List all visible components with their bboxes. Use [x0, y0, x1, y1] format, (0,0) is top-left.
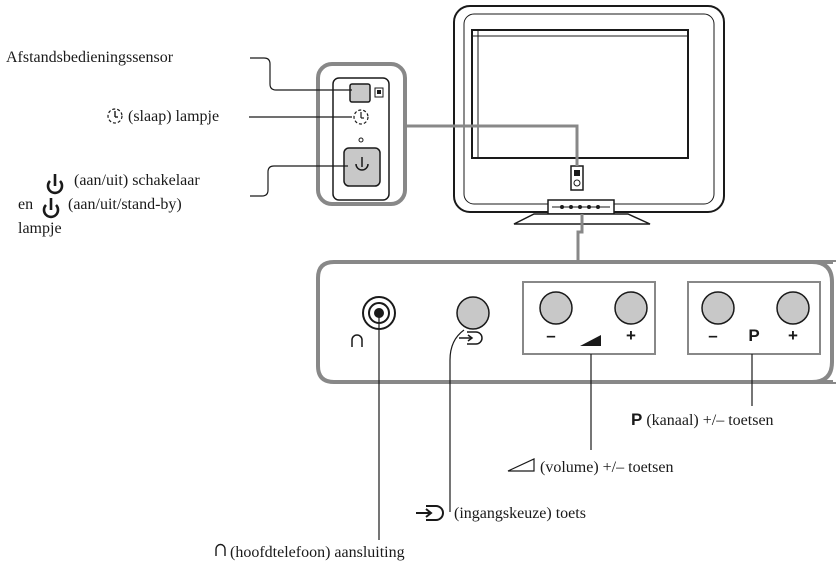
- volume-ramp-icon: [580, 335, 601, 346]
- power-switch-label: (aan/uit) schakelaar: [74, 172, 200, 189]
- headphone-icon: [351, 334, 363, 347]
- input-key-label: (ingangskeuze) toets: [454, 505, 586, 522]
- channel-minus-label: –: [708, 326, 718, 345]
- power-lamp-label: (aan/uit/stand-by): [68, 196, 182, 213]
- sleep-timer-icon: [353, 109, 369, 125]
- power-switch[interactable]: [343, 147, 381, 187]
- front-indicator-zoom-panel: [316, 62, 407, 206]
- volume-minus-label: –: [546, 326, 556, 345]
- tv-front-indicator: [570, 165, 584, 191]
- tv-set: [453, 5, 725, 213]
- volume-label-icon: [507, 458, 535, 472]
- control-panel: [316, 260, 836, 384]
- zoom-connectors: [405, 124, 584, 262]
- power-lamp-tail: lampje: [18, 220, 62, 237]
- input-select-button[interactable]: [456, 296, 490, 330]
- channel-plus-button[interactable]: [776, 291, 810, 325]
- bottom-leader-lines: [378, 313, 753, 540]
- volume-minus-button[interactable]: [539, 291, 573, 325]
- headphone-label-icon: [215, 543, 226, 556]
- volume-plus-button[interactable]: [614, 291, 648, 325]
- power-lamp-prefix: en: [18, 196, 34, 213]
- power-label-icon-2: [42, 198, 60, 219]
- remote-sensor-label: Afstandsbedieningssensor: [6, 49, 174, 66]
- input-label-icon: [416, 505, 444, 521]
- channel-letter-label: P: [748, 326, 760, 345]
- sleep-label-icon: [107, 108, 123, 124]
- channel-keys-label: P (kanaal) +/– toetsen: [631, 410, 774, 430]
- left-leader-lines: [249, 57, 352, 197]
- headphone-jack-label: (hoofdtelefoon) aansluiting: [230, 544, 405, 561]
- volume-keys-label: (volume) +/– toetsen: [540, 459, 674, 476]
- power-label-icon: [46, 174, 64, 195]
- channel-plus-label: +: [788, 326, 798, 345]
- sleep-lamp-label: (slaap) lampje: [128, 108, 220, 125]
- volume-plus-label: +: [626, 326, 636, 345]
- channel-letter: P: [631, 410, 643, 429]
- channel-minus-button[interactable]: [701, 291, 735, 325]
- channel-keys-text: (kanaal) +/– toetsen: [646, 412, 774, 429]
- input-select-icon: [459, 331, 483, 345]
